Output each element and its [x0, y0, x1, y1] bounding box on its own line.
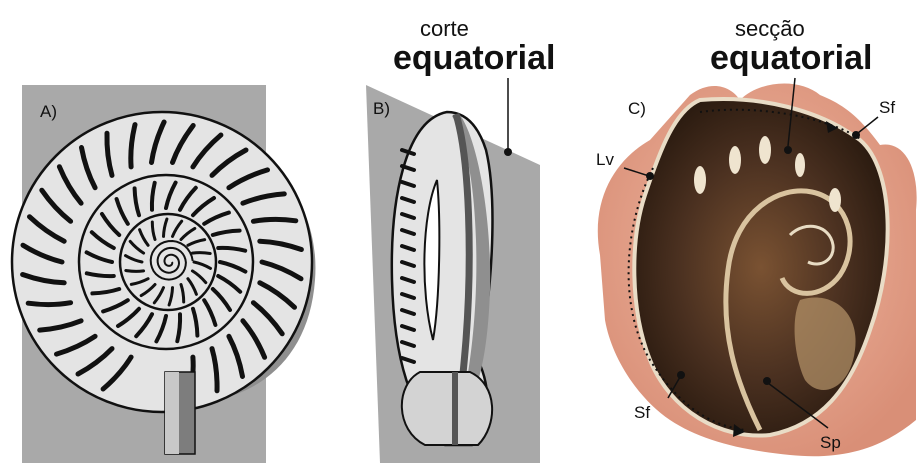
- panel-c: secção equatorial C) Lv Sf Sf Sp: [596, 16, 917, 456]
- panel-b-title-line2: equatorial: [393, 39, 555, 77]
- panel-b-title-line1: corte: [420, 16, 469, 41]
- panel-c-leader-title-dot: [784, 146, 792, 154]
- panel-c-leader-sf-top-dot: [852, 131, 860, 139]
- rib: [28, 303, 70, 305]
- panel-b-letter: B): [373, 99, 390, 118]
- chamber: [694, 166, 706, 194]
- panel-b: corte equatorial B): [366, 16, 555, 463]
- chamber: [829, 188, 841, 212]
- rib: [126, 271, 144, 272]
- panel-c-label-sf-top: Sf: [879, 98, 895, 117]
- panel-c-letter: C): [628, 99, 646, 118]
- panel-a-inner-whorl: [120, 214, 216, 310]
- panel-a: A): [12, 85, 315, 463]
- panel-c-label-lv: Lv: [596, 150, 614, 169]
- panel-c-leader-lv-dot: [646, 172, 654, 180]
- panel-a-aperture-light: [165, 372, 179, 454]
- panel-c-leader-sf-bottom-dot: [677, 371, 685, 379]
- panel-c-title-line2: equatorial: [710, 39, 872, 77]
- panel-b-leader-dot: [504, 148, 512, 156]
- panel-c-label-sf-bottom: Sf: [634, 403, 650, 422]
- panel-c-label-sp: Sp: [820, 433, 841, 452]
- rib: [192, 253, 210, 254]
- panel-b-aperture: [402, 372, 492, 445]
- rib: [253, 219, 295, 221]
- chamber: [795, 153, 805, 177]
- chamber: [759, 136, 771, 164]
- panel-c-leader-sp-dot: [763, 377, 771, 385]
- panel-c-title-line1: secção: [735, 16, 805, 41]
- chamber: [729, 146, 741, 174]
- panel-a-letter: A): [40, 102, 57, 121]
